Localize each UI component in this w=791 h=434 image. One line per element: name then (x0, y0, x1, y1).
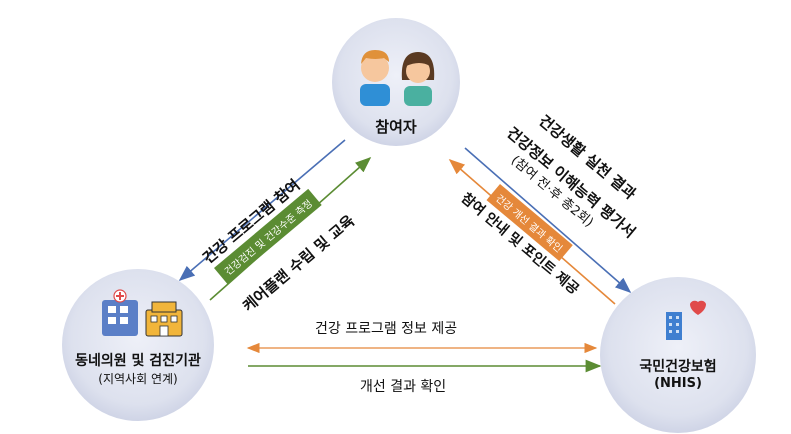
nhis-label: 국민건강보험 (NHIS) (618, 356, 738, 391)
arrow-to-clinic-blue (178, 139, 346, 282)
participant-node (332, 18, 460, 146)
bottom-top-label: 건강 프로그램 정보 제공 (315, 321, 458, 337)
nhis-building-icon (666, 300, 706, 340)
hospital-building-icon (145, 301, 183, 337)
nhis-node (600, 277, 756, 433)
clinic-sub-text: (지역사회 연계) (98, 372, 178, 386)
clinic-label-text: 동네의원 및 검진기관 (75, 353, 201, 369)
clinic-node (62, 269, 214, 421)
arrow-to-nhis-blue (464, 147, 632, 294)
nhis-sub-text: (NHIS) (654, 376, 702, 391)
clinic-building-icon (102, 289, 138, 336)
participant-label-text: 참여자 (375, 118, 417, 136)
bottom-bottom-label: 개선 결과 확인 (360, 379, 447, 395)
participants-icon (360, 50, 435, 106)
nhis-label-text: 국민건강보험 (639, 359, 717, 375)
participant-label: 참여자 (356, 116, 436, 137)
clinic-label: 동네의원 및 검진기관 (지역사회 연계) (53, 350, 223, 387)
